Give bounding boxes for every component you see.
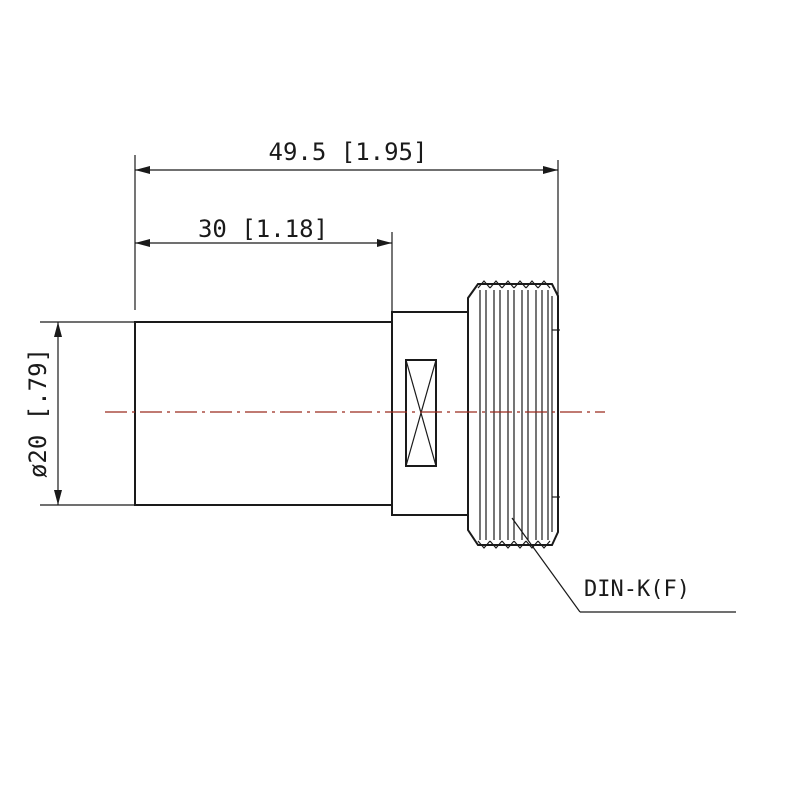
overall-length-label: 49.5 [1.95] <box>269 138 428 166</box>
overall-length-dimension: 49.5 [1.95] <box>134 138 559 325</box>
body-length-dimension: 30 [1.18] <box>135 215 393 315</box>
din-callout: DIN-K(F) <box>511 517 736 613</box>
diameter-label: ø20 [.79] <box>24 348 52 478</box>
cylinder-body <box>134 321 393 506</box>
body-length-label: 30 [1.18] <box>198 215 328 243</box>
hex-nut <box>391 311 469 516</box>
threaded-section <box>467 280 560 549</box>
callout-label: DIN-K(F) <box>584 577 690 602</box>
diameter-dimension: ø20 [.79] <box>24 321 135 506</box>
